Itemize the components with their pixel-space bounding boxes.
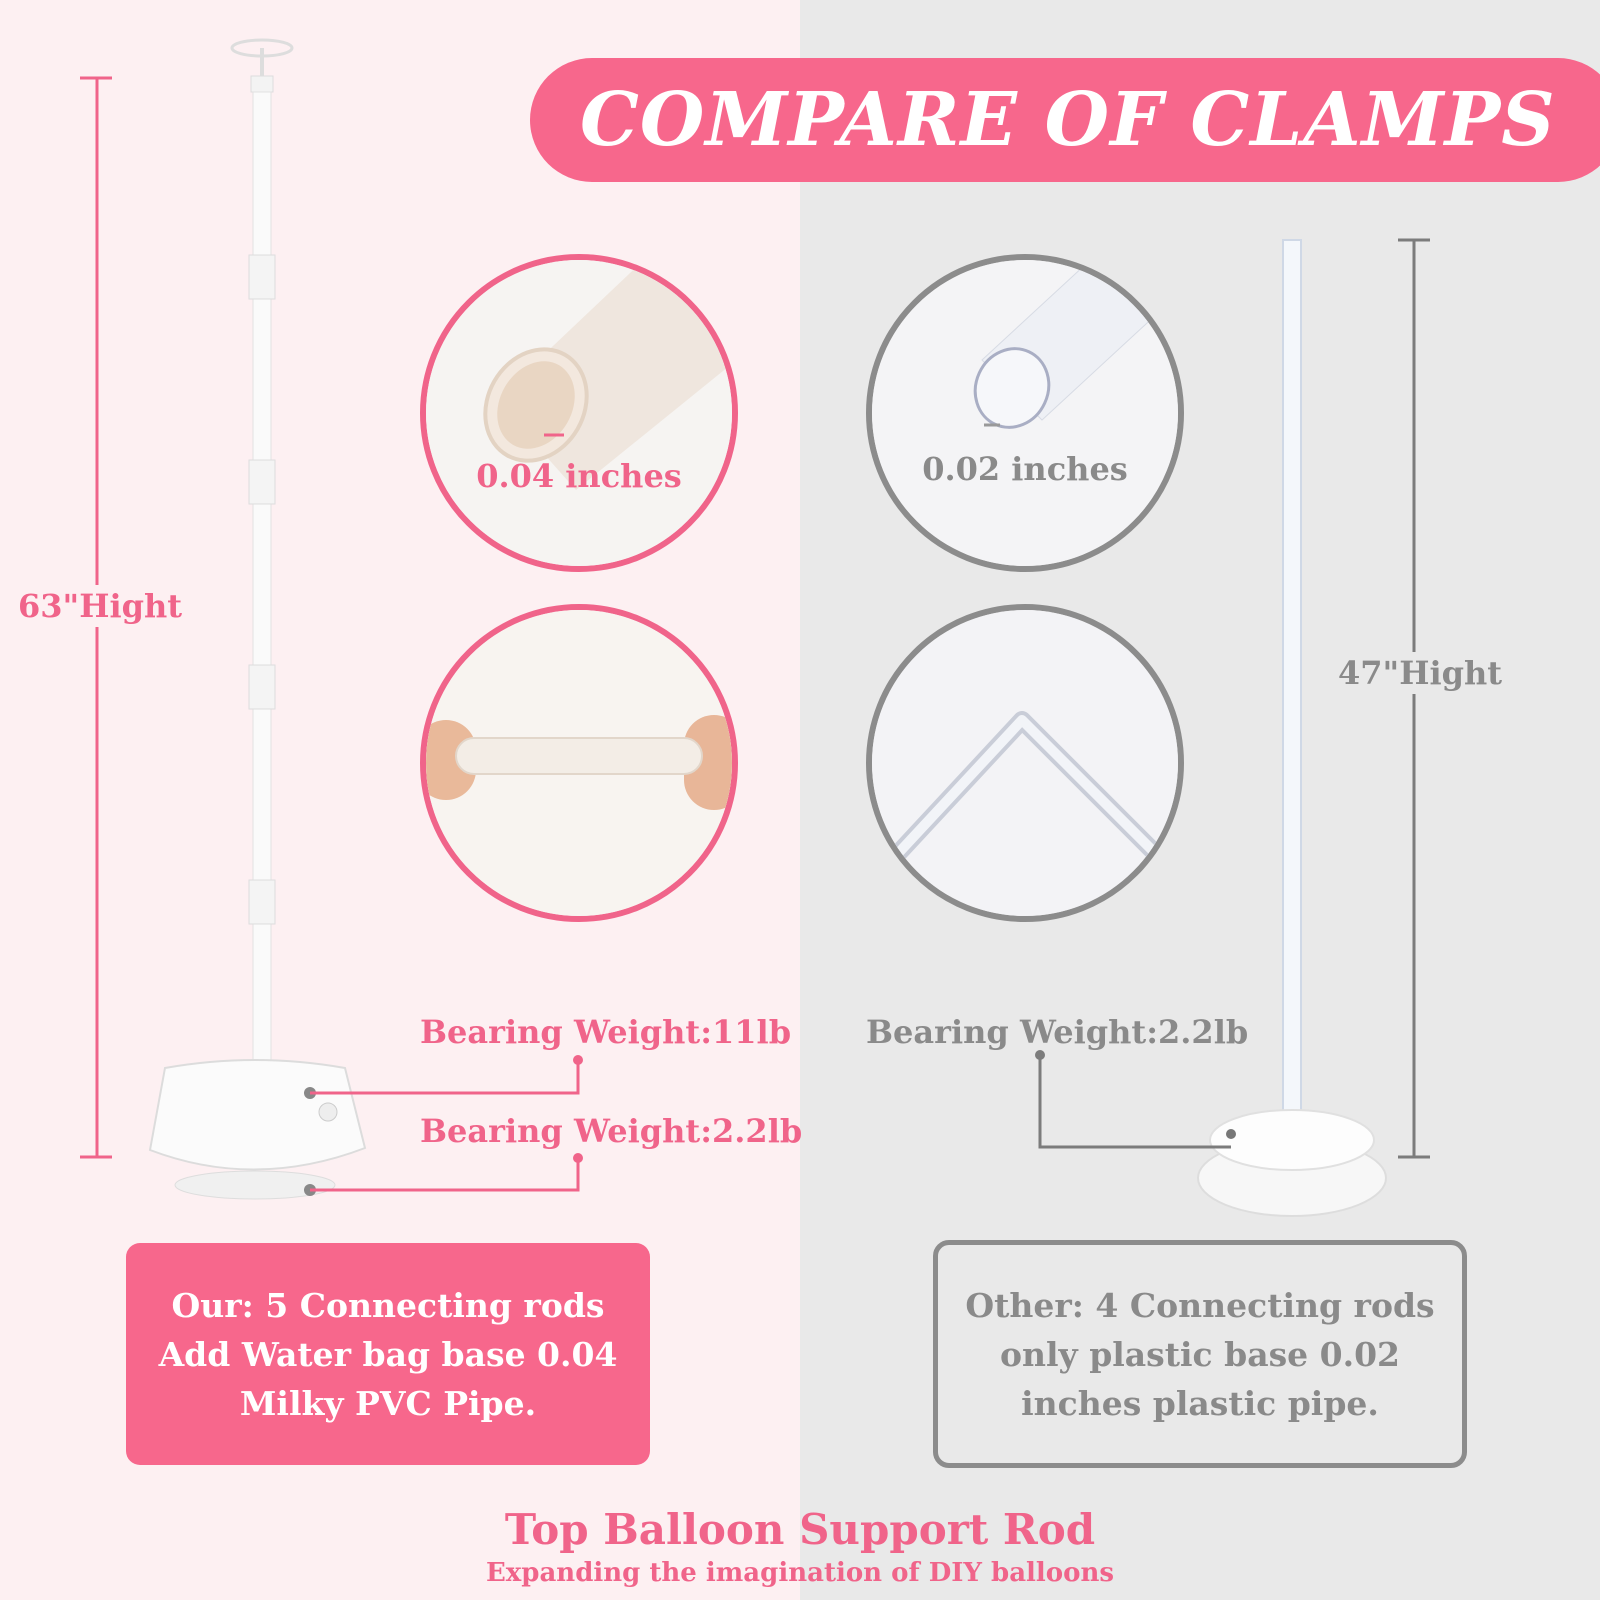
other-height-label: 47"Hight	[1338, 652, 1503, 694]
plastic-pipe-thickness-closeup: 0.02 inches	[866, 254, 1184, 572]
other-summary-box: Other: 4 Connecting rods only plastic ba…	[933, 1240, 1467, 1468]
footer-subtitle: Expanding the imagination of DIY balloon…	[485, 1558, 1115, 1588]
plastic-pipe-bend-closeup	[866, 604, 1184, 922]
other-summary-text: Other: 4 Connecting rods only plastic ba…	[965, 1285, 1435, 1423]
water-bag-base	[148, 1059, 367, 1200]
right-callout-line	[1035, 1050, 1231, 1149]
ours-bearing-bag-label: Bearing Weight:11lb	[420, 1013, 792, 1051]
ours-thickness-label: 0.04 inches	[476, 457, 682, 495]
ours-height-label: 63"Hight	[18, 585, 183, 627]
milky-pvc-rod	[230, 38, 294, 1093]
page-title: COMPARE OF CLAMPS	[580, 77, 1556, 163]
right-height-dimension	[1398, 238, 1430, 1159]
pvc-pipe-thickness-closeup: 0.04 inches	[420, 254, 738, 572]
other-thickness-label: 0.02 inches	[922, 450, 1128, 488]
footer-title: Top Balloon Support Rod	[504, 1505, 1096, 1554]
plastic-rod	[1282, 239, 1302, 1131]
other-bearing-label: Bearing Weight:2.2lb	[866, 1013, 1249, 1051]
title-banner: COMPARE OF CLAMPS	[530, 58, 1600, 182]
plastic-base	[1197, 1109, 1387, 1217]
ours-summary-box: Our: 5 Connecting rods Add Water bag bas…	[126, 1243, 650, 1465]
ours-summary-text: Our: 5 Connecting rods Add Water bag bas…	[158, 1285, 618, 1423]
left-callout-lines	[310, 1055, 583, 1192]
ours-bearing-base-label: Bearing Weight:2.2lb	[420, 1112, 803, 1150]
pvc-rod-flex-closeup	[420, 604, 738, 922]
